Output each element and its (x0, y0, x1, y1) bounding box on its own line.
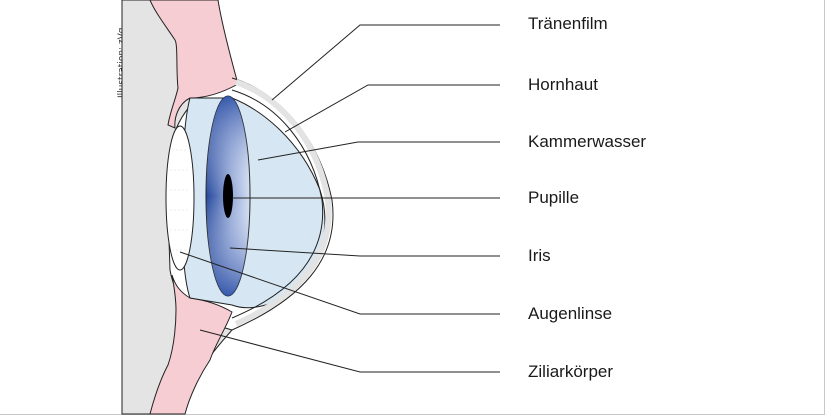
label-ziliarkoerper: Ziliarkörper (528, 362, 613, 382)
label-hornhaut: Hornhaut (528, 75, 598, 95)
label-kammerwasser: Kammerwasser (528, 132, 646, 152)
label-iris: Iris (528, 246, 551, 266)
label-augenlinse: Augenlinse (528, 304, 612, 324)
leader-traenenfilm (272, 25, 500, 100)
lens-shape (166, 126, 194, 270)
label-pupille: Pupille (528, 188, 579, 208)
leader-hornhaut (285, 85, 500, 132)
pupil-shape (223, 174, 233, 218)
label-traenenfilm: Tränenfilm (528, 14, 608, 34)
leader-ziliarkoerper (200, 330, 500, 372)
